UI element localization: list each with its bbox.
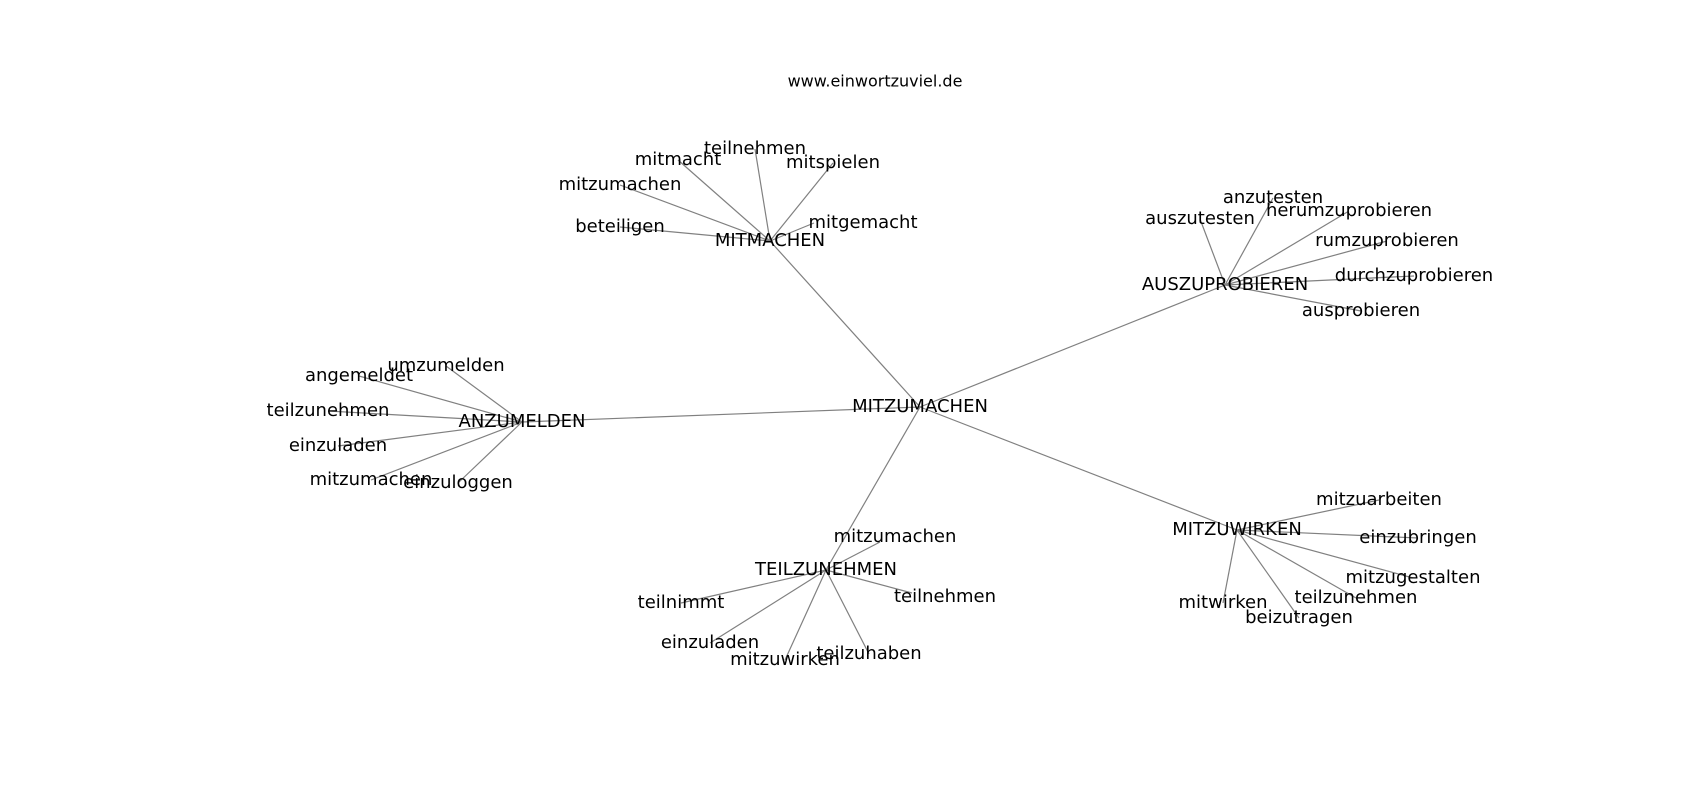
edge-hub-to-leaf bbox=[1222, 529, 1238, 604]
leaf-node: anzutesten bbox=[1223, 187, 1323, 208]
site-credit: www.einwortzuviel.de bbox=[788, 72, 963, 91]
leaf-node: mitgemacht bbox=[808, 212, 917, 233]
edge-hub-to-leaf bbox=[680, 569, 827, 604]
leaf-node: teilzuhaben bbox=[816, 643, 921, 664]
edge-center-to-hub bbox=[825, 406, 921, 571]
leaf-node: herumzuprobieren bbox=[1266, 200, 1432, 221]
leaf-node: ausprobieren bbox=[1302, 300, 1420, 321]
edge-center-to-hub bbox=[769, 240, 921, 408]
hub-node: TEILZUNEHMEN bbox=[754, 559, 897, 580]
leaf-node: mitzumachen bbox=[559, 174, 682, 195]
edge-hub-to-leaf bbox=[619, 226, 771, 242]
leaf-node: auszutesten bbox=[1145, 208, 1255, 229]
edge-center-to-hub bbox=[919, 284, 1226, 408]
edge-hub-to-leaf bbox=[370, 421, 523, 481]
hub-node: AUSZUPROBIEREN bbox=[1142, 274, 1308, 295]
edge-hub-to-leaf bbox=[677, 159, 771, 242]
edge-center-to-hub bbox=[521, 406, 921, 423]
center-node: MITZUMACHEN bbox=[852, 396, 988, 417]
leaf-node: durchzuprobieren bbox=[1335, 265, 1493, 286]
leaf-node: einzuladen bbox=[661, 632, 759, 653]
edge-hub-to-leaf bbox=[1224, 275, 1415, 286]
edge-hub-to-leaf bbox=[1236, 499, 1380, 531]
edge-hub-to-leaf bbox=[769, 162, 834, 242]
leaf-node: teilnimmt bbox=[638, 592, 725, 613]
leaf-node: umzumelden bbox=[387, 355, 504, 376]
edges-layer bbox=[327, 148, 1419, 661]
leaf-node: mitzumachen bbox=[310, 469, 433, 490]
edge-hub-to-leaf bbox=[1236, 529, 1300, 619]
hub-node: MITZUWIRKEN bbox=[1172, 519, 1302, 540]
leaf-node: teilzunehmen bbox=[267, 400, 390, 421]
leaf-node: angemeldet bbox=[305, 365, 413, 386]
leaf-node: mitwirken bbox=[1179, 592, 1268, 613]
edge-hub-to-leaf bbox=[337, 421, 523, 447]
leaf-node: mitzugestalten bbox=[1346, 567, 1481, 588]
edge-hub-to-leaf bbox=[1224, 210, 1350, 286]
leaf-node: mitzuwirken bbox=[730, 649, 840, 670]
leaf-node: einzuladen bbox=[289, 435, 387, 456]
edge-hub-to-leaf bbox=[769, 222, 815, 242]
edge-center-to-hub bbox=[919, 406, 1238, 531]
edge-hub-to-leaf bbox=[784, 569, 827, 661]
edge-hub-to-leaf bbox=[1224, 197, 1274, 286]
edge-hub-to-leaf bbox=[358, 375, 523, 423]
leaf-node: mitspielen bbox=[786, 152, 880, 173]
edge-hub-to-leaf bbox=[825, 569, 870, 655]
leaf-node: beteiligen bbox=[575, 216, 665, 237]
edge-hub-to-leaf bbox=[1236, 529, 1419, 539]
edge-hub-to-leaf bbox=[825, 541, 881, 571]
hub-node: ANZUMELDEN bbox=[459, 411, 586, 432]
edge-hub-to-leaf bbox=[619, 184, 771, 242]
hub-node: MITMACHEN bbox=[715, 230, 825, 251]
edge-hub-to-leaf bbox=[1199, 218, 1226, 286]
leaf-node: teilzunehmen bbox=[1295, 587, 1418, 608]
edge-hub-to-leaf bbox=[754, 148, 771, 242]
leaf-node: beizutragen bbox=[1245, 607, 1353, 628]
leaf-node: einzubringen bbox=[1359, 527, 1476, 548]
leaf-node: teilnehmen bbox=[894, 586, 996, 607]
edge-hub-to-leaf bbox=[825, 569, 913, 594]
edge-hub-to-leaf bbox=[445, 365, 523, 423]
leaf-node: einzuloggen bbox=[403, 472, 513, 493]
leaf-node: mitmacht bbox=[635, 149, 722, 170]
leaf-node: mitzumachen bbox=[834, 526, 957, 547]
edge-hub-to-leaf bbox=[1224, 284, 1362, 312]
edge-hub-to-leaf bbox=[1236, 529, 1357, 599]
edge-hub-to-leaf bbox=[1236, 529, 1414, 579]
leaf-node: teilnehmen bbox=[704, 138, 806, 159]
leaf-node: rumzuprobieren bbox=[1315, 230, 1459, 251]
leaf-node: mitzuarbeiten bbox=[1316, 489, 1442, 510]
edge-hub-to-leaf bbox=[457, 421, 523, 484]
edge-hub-to-leaf bbox=[709, 569, 827, 644]
edge-hub-to-leaf bbox=[327, 410, 523, 423]
edge-hub-to-leaf bbox=[1224, 240, 1388, 286]
